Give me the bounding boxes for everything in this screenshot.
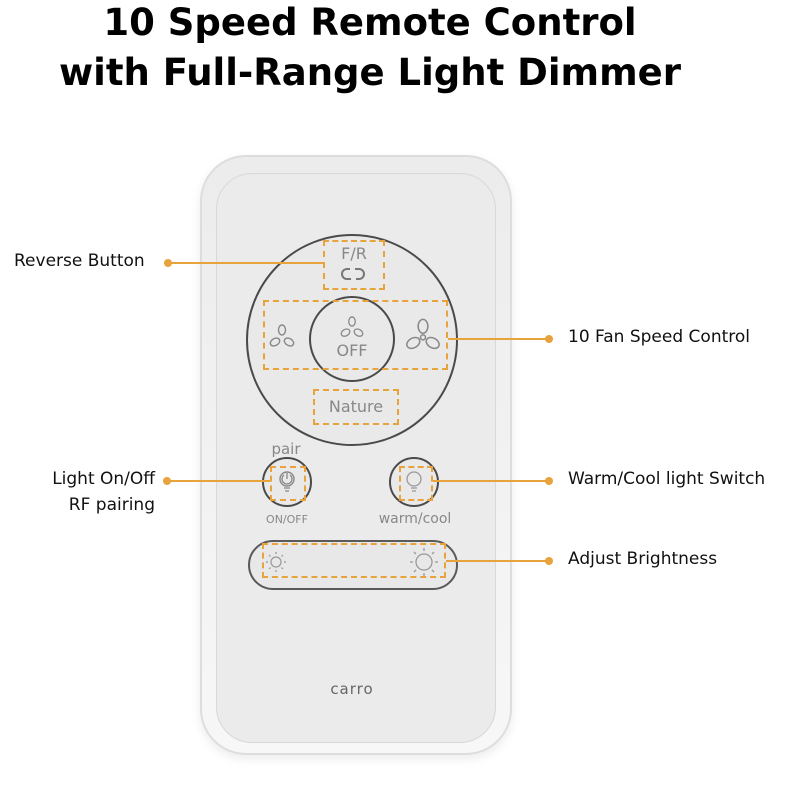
callout-line xyxy=(433,480,549,482)
title-line-2: with Full-Range Light Dimmer xyxy=(58,51,682,94)
title-line-1: 10 Speed Remote Control xyxy=(103,1,637,44)
callout-line xyxy=(168,262,323,264)
callout-line xyxy=(167,480,270,482)
callout-light-onoff: Light On/Off xyxy=(52,469,155,489)
callout-brightness: Adjust Brightness xyxy=(568,549,718,569)
nature-button[interactable]: Nature xyxy=(313,389,399,425)
brightness-highlight xyxy=(262,543,446,578)
warm-cool-highlight xyxy=(399,466,433,501)
reverse-button[interactable] xyxy=(323,240,385,290)
reverse-icon xyxy=(341,266,365,282)
fan-high-icon xyxy=(405,318,441,354)
callout-dot xyxy=(545,335,553,343)
fan-speed-buttons[interactable] xyxy=(263,300,448,370)
power-bulb-icon xyxy=(277,469,297,495)
callout-fan-speed: 10 Fan Speed Control xyxy=(568,327,750,347)
callout-reverse: Reverse Button xyxy=(14,251,145,271)
warm-cool-button[interactable] xyxy=(389,457,439,507)
pair-label: pair xyxy=(271,440,301,458)
callout-dot xyxy=(545,557,553,565)
callout-rf-pairing: RF pairing xyxy=(68,495,155,515)
sun-large-icon xyxy=(408,546,440,578)
light-power-highlight xyxy=(270,466,306,501)
bulb-icon xyxy=(404,469,424,495)
fan-off-icon xyxy=(340,316,364,340)
brand-logo: carro xyxy=(330,680,374,698)
off-button[interactable] xyxy=(309,296,395,382)
brightness-slider[interactable] xyxy=(248,540,458,590)
fan-low-icon xyxy=(269,324,295,350)
fr-label: F/R xyxy=(341,244,367,263)
callout-warm-cool: Warm/Cool light Switch xyxy=(568,469,766,489)
off-label: OFF xyxy=(336,341,368,360)
callout-dot xyxy=(545,477,553,485)
callout-line xyxy=(448,338,549,340)
sun-small-icon xyxy=(265,551,287,573)
warm-cool-label: warm/cool xyxy=(378,511,452,527)
callout-line xyxy=(446,560,549,562)
onoff-label: ON/OFF xyxy=(266,513,308,526)
